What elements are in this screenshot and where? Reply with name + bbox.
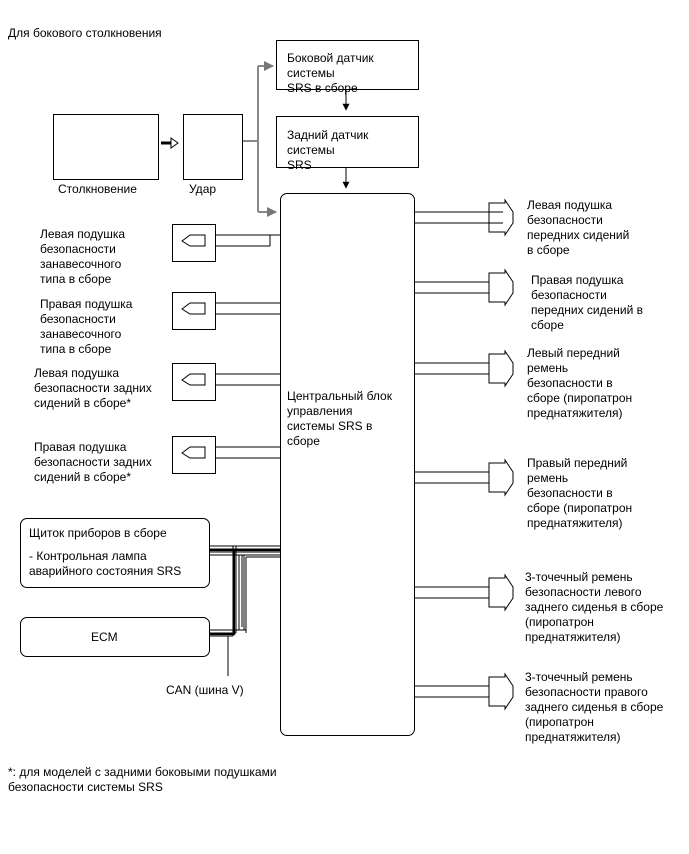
- collision-label: Столкновение: [58, 182, 137, 196]
- left-output-label: Правая подушка безопасности занавесочног…: [40, 297, 133, 356]
- right-output-label: Правая подушка безопасности передних сид…: [531, 273, 644, 332]
- impact-box: [183, 114, 243, 180]
- left-connector-icon: [181, 373, 206, 386]
- meter-title: Щиток приборов в сборе: [29, 526, 167, 540]
- right-output-label: 3-точечный ремень безопасности правого з…: [525, 670, 664, 744]
- collision-to-impact-arrow: [161, 137, 179, 149]
- right-connector-icon: [488, 268, 514, 307]
- right-connector-icon: [488, 672, 514, 711]
- left-output-label: Правая подушка безопасности задних сиден…: [34, 440, 152, 484]
- side-sensor-box: Боковой датчик системы SRS в сборе: [276, 40, 419, 95]
- left-connector-icon: [181, 234, 206, 247]
- footnote: *: для моделей с задними боковыми подушк…: [8, 765, 277, 794]
- right-output-label: 3-точечный ремень безопасности левого за…: [525, 570, 664, 644]
- left-output-wires: [216, 234, 280, 459]
- left-connector-icon: [181, 446, 206, 459]
- right-connector-icon: [488, 349, 514, 388]
- srs-center-unit-box: Центральный блок управления системы SRS …: [280, 193, 415, 736]
- left-output-label: Левая подушка безопасности задних сидени…: [34, 366, 152, 410]
- right-connector-icon: [488, 573, 514, 612]
- collision-box: [53, 114, 159, 180]
- impact-label: Удар: [189, 182, 217, 196]
- can-bus-label: CAN (шина V): [166, 683, 244, 697]
- rear-sensor-label: Задний датчик системы SRS: [287, 128, 369, 172]
- ecm-label: ECM: [91, 630, 118, 644]
- left-output-label: Левая подушка безопасности занавесочного…: [40, 227, 126, 286]
- right-output-label: Правый передний ремень безопасности в сб…: [527, 456, 633, 530]
- combination-meter-box: Щиток приборов в сборе - Контрольная лам…: [20, 518, 210, 588]
- side-sensor-label: Боковой датчик системы SRS в сборе: [287, 51, 374, 95]
- right-connector-icon: [488, 198, 514, 237]
- impact-signal-lines: [243, 61, 277, 217]
- left-connector-icon: [181, 302, 206, 315]
- ecm-box: ECM: [20, 617, 210, 657]
- right-output-wires: [415, 211, 489, 698]
- rear-sensor-box: Задний датчик системы SRS: [276, 116, 419, 172]
- right-output-label: Левый передний ремень безопасности в сбо…: [527, 346, 633, 420]
- srs-warning-lamp-label: - Контрольная лампа аварийного состояния…: [29, 549, 182, 578]
- right-connector-icon: [488, 458, 514, 497]
- right-output-label: Левая подушка безопасности передних сиде…: [527, 198, 630, 257]
- diagram-heading: Для бокового столкновения: [8, 26, 162, 40]
- srs-center-unit-label: Центральный блок управления системы SRS …: [287, 389, 392, 448]
